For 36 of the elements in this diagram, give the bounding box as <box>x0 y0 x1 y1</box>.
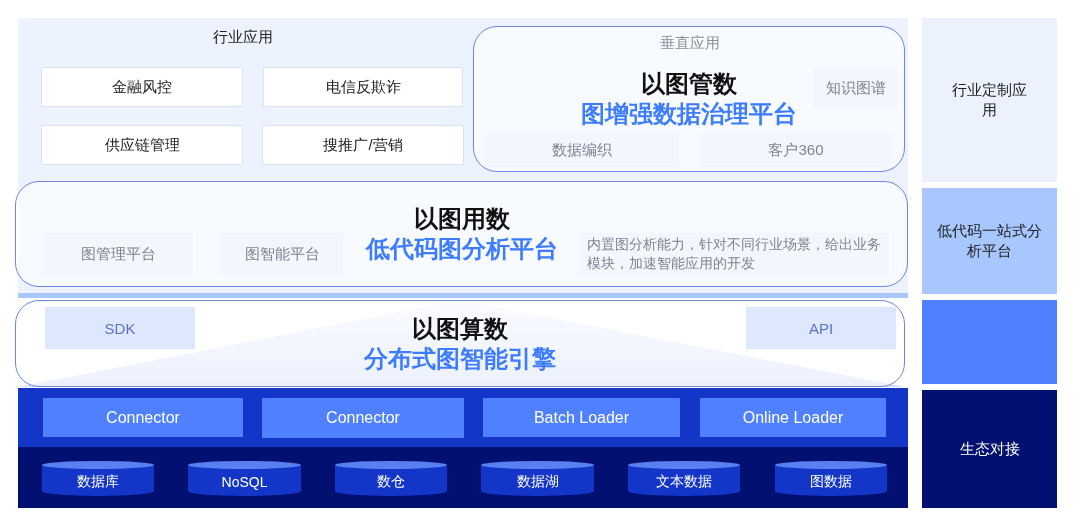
side-label-box: 低代码一站式分析平台 <box>922 188 1057 294</box>
faded-box: 客户360 <box>701 133 891 167</box>
interface-box: API <box>746 307 896 349</box>
side-label-box: 行业定制应用 <box>922 18 1057 182</box>
overlay-box <box>15 181 908 287</box>
faded-box: 图管理平台 <box>43 233 193 275</box>
slogan-title: 以图管数 <box>641 69 737 99</box>
cylinder-label: 数据湖 <box>516 472 559 491</box>
cylinder-label: NoSQL <box>221 473 268 490</box>
faded-box: 知识图谱 <box>814 68 898 108</box>
side-label-box: 生态对接 <box>922 390 1057 508</box>
loader-box: Online Loader <box>700 398 886 437</box>
platform-name: 图增强数据治理平台 <box>581 99 797 129</box>
description-text: 内置图分析能力，针对不同行业场景，给出业务模块，加速智能应用的开发 <box>579 233 889 275</box>
faded-box: 数据编织 <box>484 133 679 167</box>
faded-box: 图智能平台 <box>221 233 343 275</box>
interface-box: SDK <box>45 307 195 349</box>
cylinder-label: 数仓 <box>377 472 405 491</box>
loader-box: Connector <box>43 398 243 437</box>
application-box: 电信反欺诈 <box>263 67 463 107</box>
platform-name: 分布式图智能引擎 <box>364 343 556 374</box>
cylinder-label: 文本数据 <box>656 472 712 491</box>
application-box: 搜推广/营销 <box>262 125 464 165</box>
overlay-box <box>473 26 905 172</box>
side-label-box <box>922 300 1057 384</box>
application-box: 金融风控 <box>41 67 243 107</box>
section-heading: 行业应用 <box>212 28 274 47</box>
slogan-title: 以图算数 <box>412 313 508 344</box>
loader-box: Batch Loader <box>483 398 680 437</box>
loader-box: Connector <box>262 398 464 438</box>
cylinder-label: 图数据 <box>810 472 852 491</box>
section-heading: 垂直应用 <box>650 31 730 55</box>
slogan-title: 以图用数 <box>413 204 510 234</box>
cylinder-label: 数据库 <box>77 472 119 491</box>
application-box: 供应链管理 <box>41 125 243 165</box>
platform-name: 低代码图分析平台 <box>365 234 558 264</box>
